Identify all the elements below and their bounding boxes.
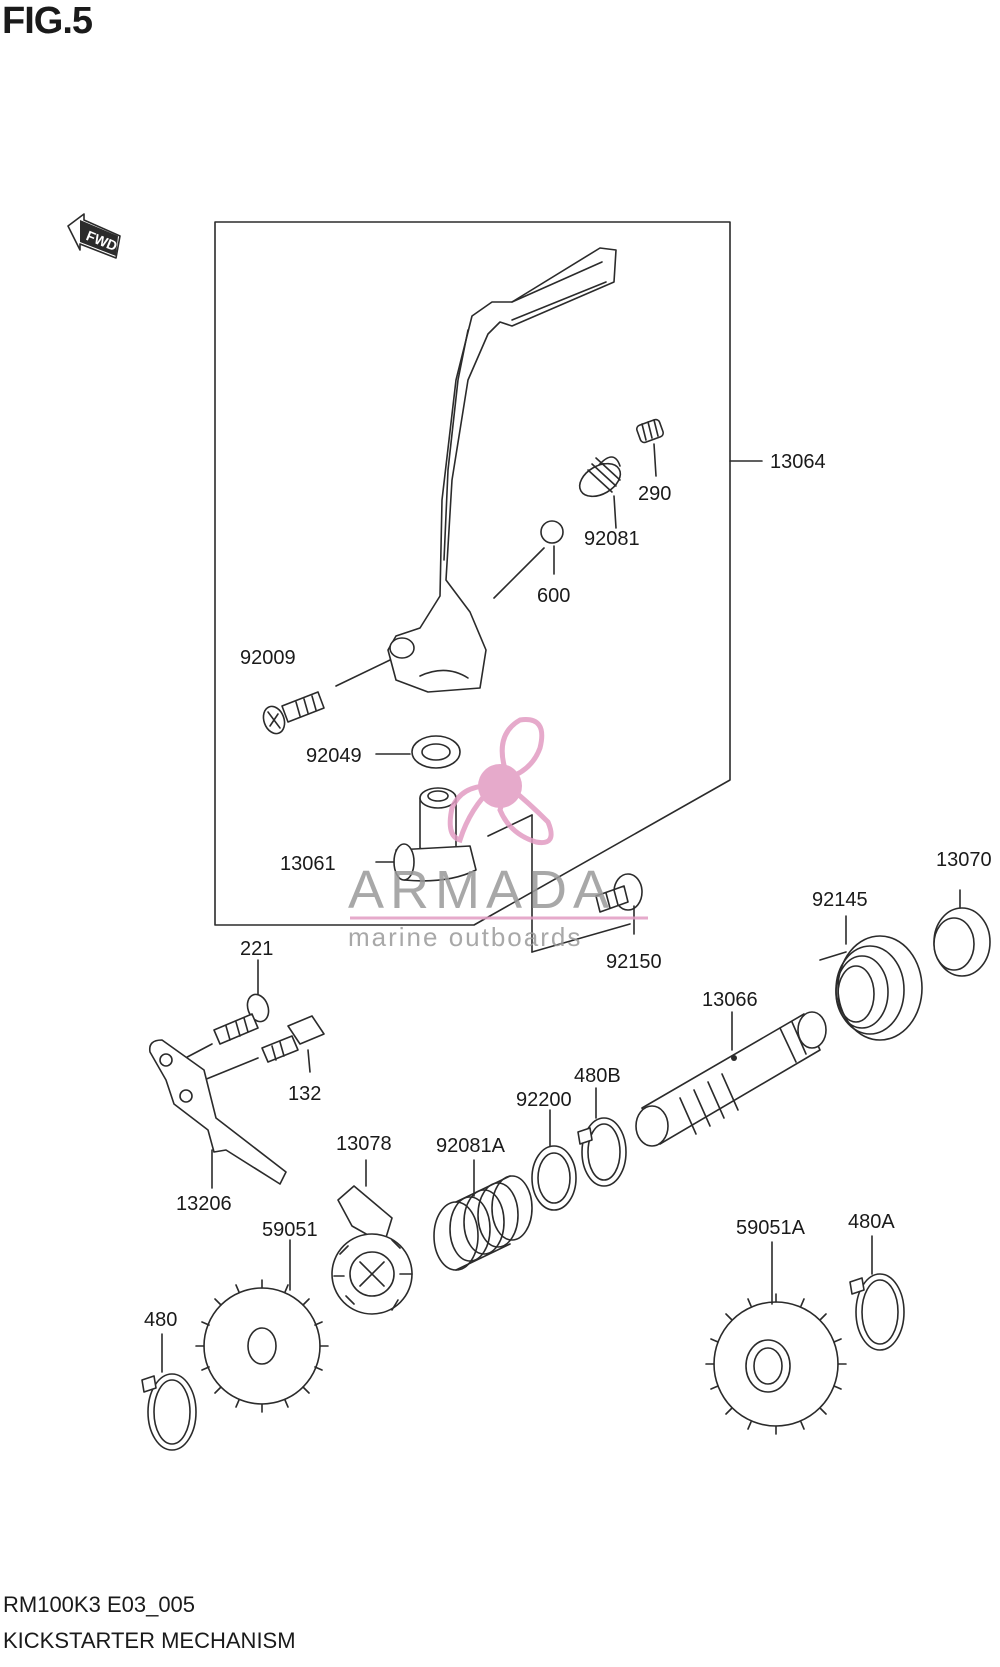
kick-lever-arm bbox=[387, 247, 617, 693]
part-480A: 480A bbox=[848, 1211, 905, 1351]
label-59051A: 59051A bbox=[736, 1217, 806, 1239]
figure-title: FIG.5 bbox=[2, 0, 93, 42]
label-13061: 13061 bbox=[280, 853, 336, 875]
label-92081A: 92081A bbox=[436, 1135, 506, 1157]
part-13066: 13066 bbox=[635, 989, 827, 1147]
assembly-outline bbox=[214, 221, 731, 926]
diagram-code: RM100K3 E03_005 bbox=[3, 1592, 196, 1617]
diagram-name: KICKSTARTER MECHANISM bbox=[3, 1628, 296, 1653]
fwd-direction-arrow: FWD bbox=[67, 213, 121, 259]
part-92081: 92081 bbox=[578, 456, 640, 550]
label-59051: 59051 bbox=[262, 1219, 318, 1241]
part-132: 132 bbox=[203, 1015, 325, 1105]
part-480B: 480B bbox=[574, 1065, 627, 1187]
label-221: 221 bbox=[240, 938, 273, 960]
part-600: 600 bbox=[493, 520, 570, 607]
label-480: 480 bbox=[144, 1309, 177, 1331]
label-13206: 13206 bbox=[176, 1193, 232, 1215]
part-13206: 13206 bbox=[148, 1039, 287, 1215]
part-13070: 13070 bbox=[933, 849, 992, 977]
label-290: 290 bbox=[638, 483, 671, 505]
label-92150: 92150 bbox=[606, 951, 662, 973]
part-92200: 92200 bbox=[516, 1089, 577, 1211]
part-59051A: 59051A bbox=[705, 1217, 847, 1435]
part-92145: 92145 bbox=[812, 889, 923, 1041]
part-13078: 13078 bbox=[331, 1133, 413, 1315]
label-132: 132 bbox=[288, 1083, 321, 1105]
part-92150: 92150 bbox=[487, 814, 662, 973]
label-92081: 92081 bbox=[584, 528, 640, 550]
part-92081A: 92081A bbox=[433, 1135, 533, 1271]
label-92145: 92145 bbox=[812, 889, 868, 911]
label-480B: 480B bbox=[574, 1065, 621, 1087]
label-600: 600 bbox=[537, 585, 570, 607]
label-92009: 92009 bbox=[240, 647, 296, 669]
watermark-brand: ARMADA bbox=[348, 860, 615, 920]
part-221: 221 bbox=[173, 938, 273, 1065]
watermark-tagline: marine outboards bbox=[348, 922, 582, 952]
propeller-hub-icon bbox=[478, 764, 522, 808]
part-290: 290 bbox=[635, 418, 671, 505]
label-480A: 480A bbox=[848, 1211, 895, 1233]
part-480: 480 bbox=[141, 1309, 197, 1451]
label-13066: 13066 bbox=[702, 989, 758, 1011]
part-92049: 92049 bbox=[306, 735, 461, 769]
label-13070: 13070 bbox=[936, 849, 992, 871]
propeller-logo-icon bbox=[447, 717, 554, 846]
part-13061: 13061 bbox=[280, 787, 477, 882]
armada-watermark: ARMADA marine outboards bbox=[348, 717, 648, 952]
part-59051: 59051 bbox=[195, 1219, 329, 1413]
label-92200: 92200 bbox=[516, 1089, 572, 1111]
label-92049: 92049 bbox=[306, 745, 362, 767]
label-13078: 13078 bbox=[336, 1133, 392, 1155]
part-92009: 92009 bbox=[240, 647, 391, 735]
label-13064: 13064 bbox=[770, 451, 826, 473]
